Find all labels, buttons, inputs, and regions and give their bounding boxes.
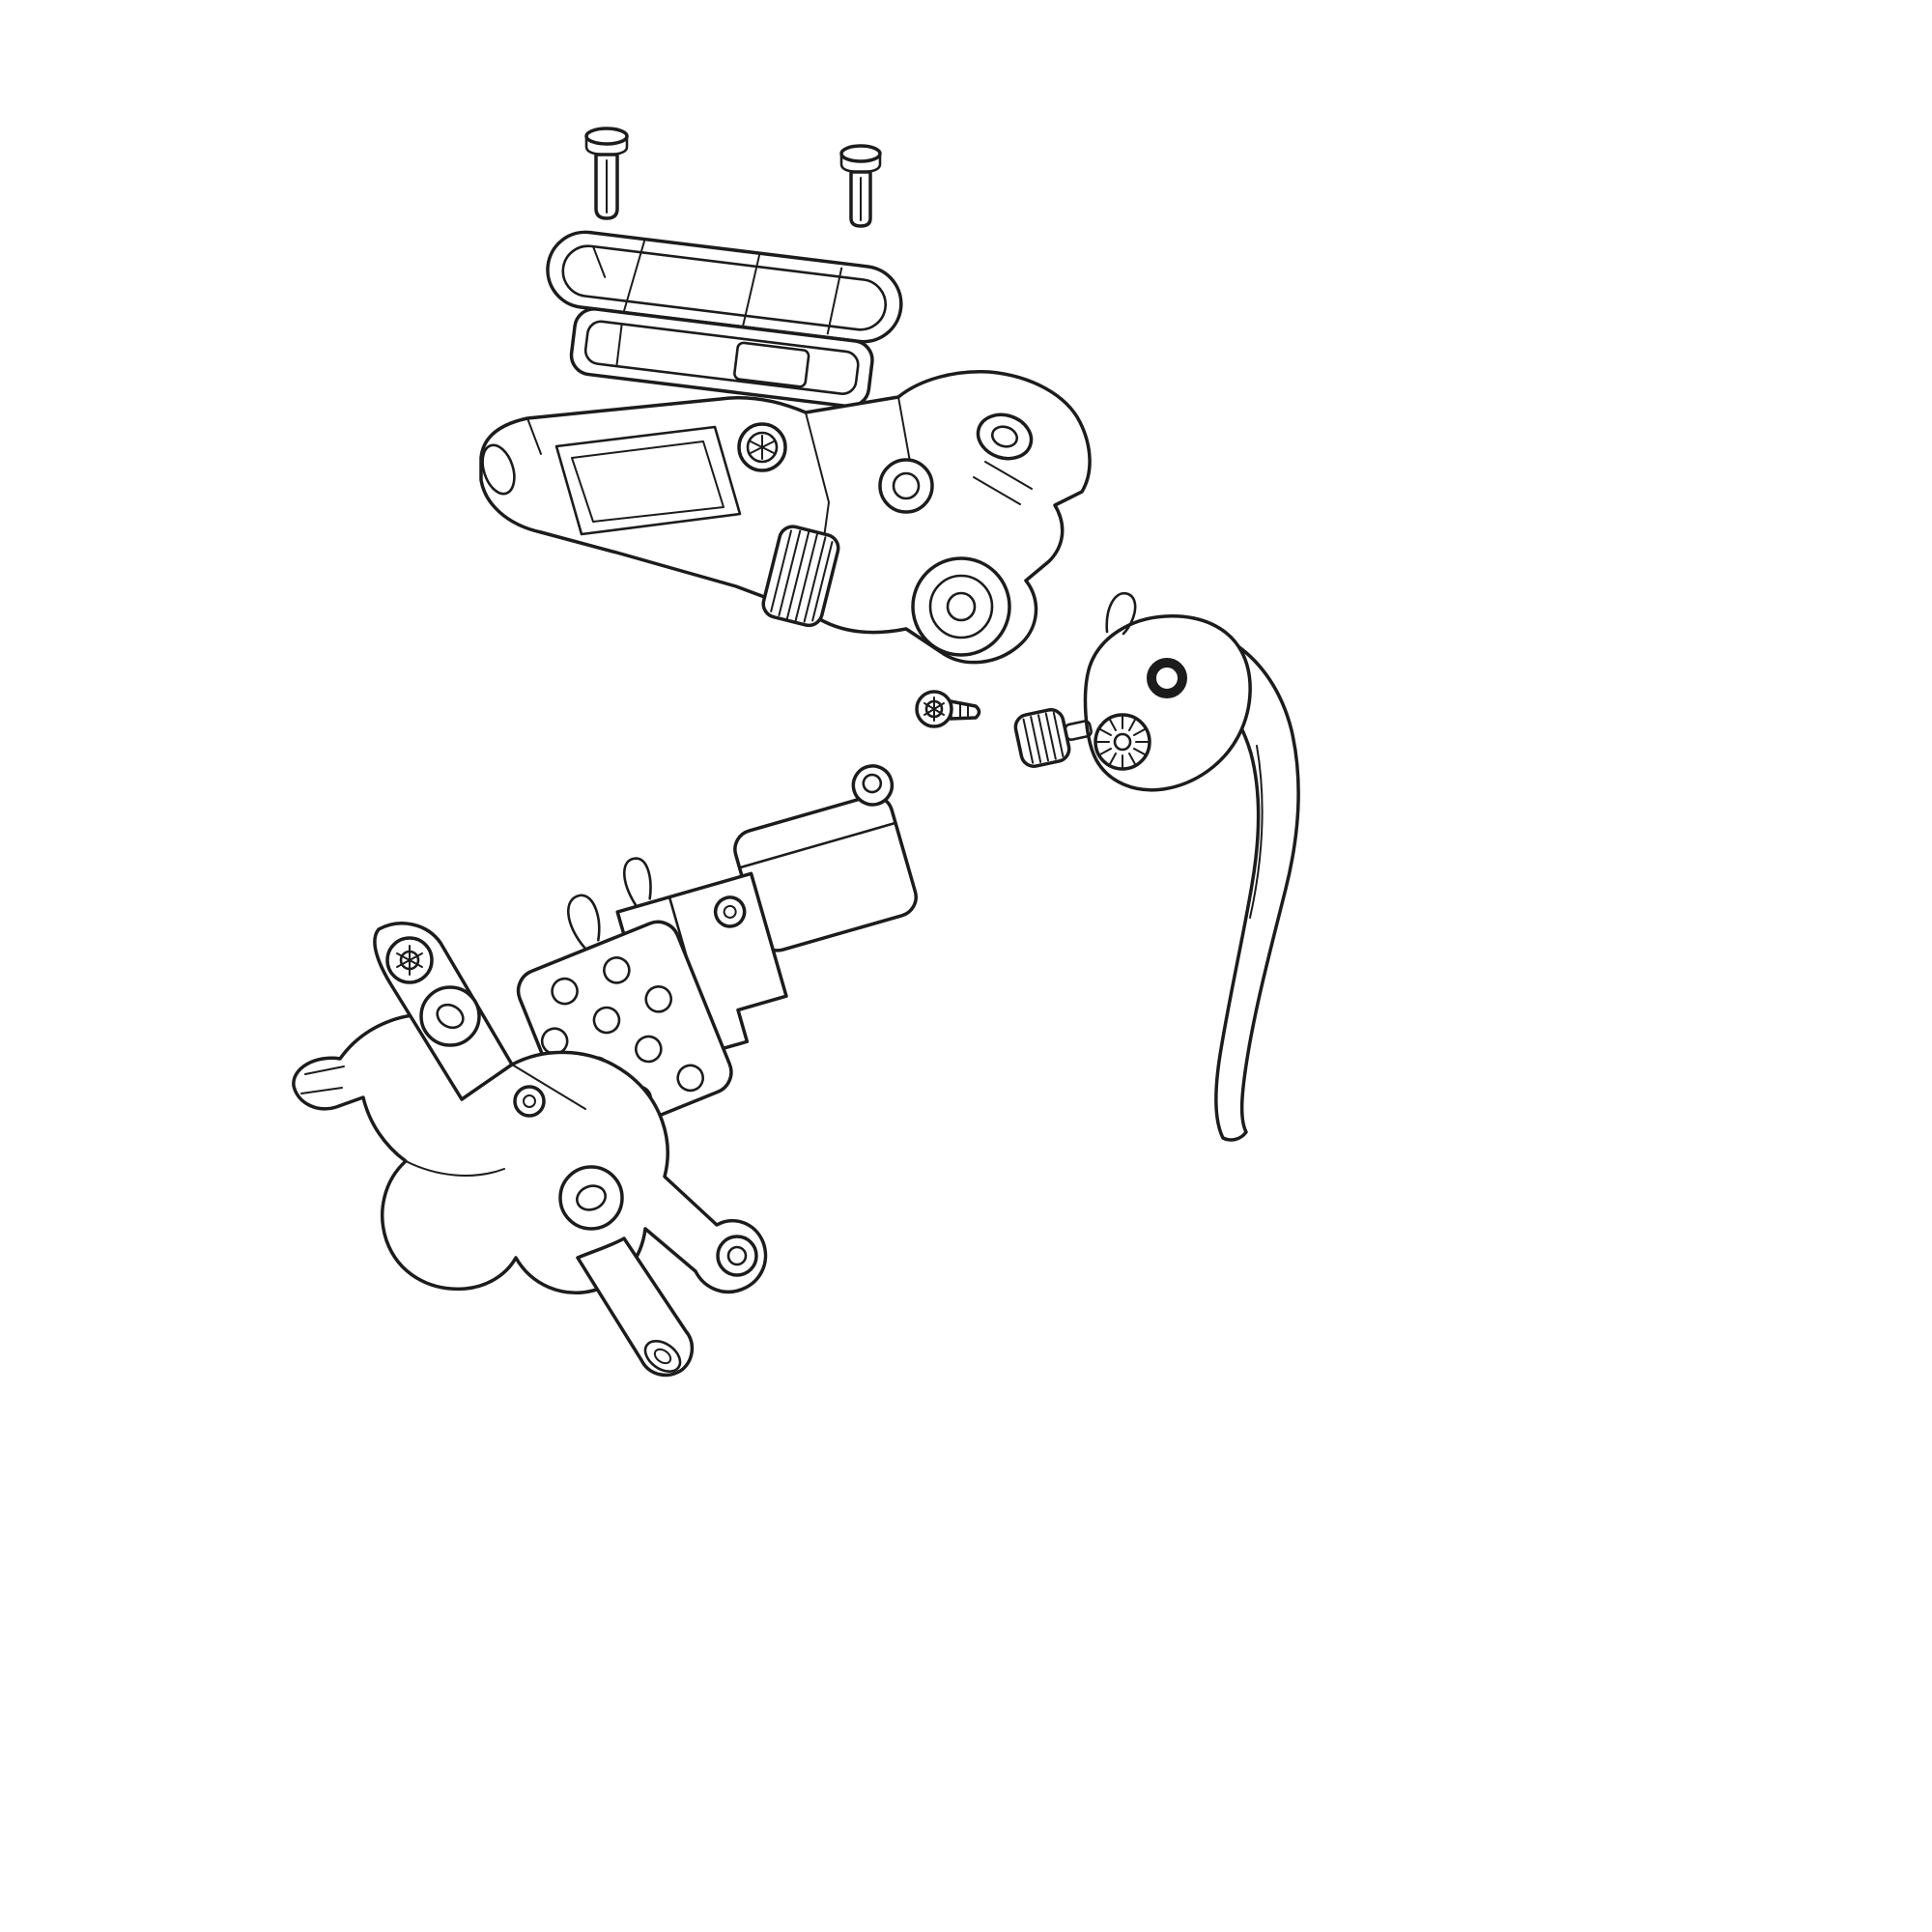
lever-blade <box>1202 643 1300 1142</box>
master-cylinder-body: Master cylinder lever body with bar clam… <box>479 369 1092 665</box>
reservoir-cap-bolt-right-icon: Reservoir cap bolt (right) <box>839 144 882 228</box>
reservoir-cap-bolt-left-icon: Reservoir cap bolt (left) <box>584 127 629 220</box>
pivot-bearing-ring <box>1147 658 1187 698</box>
lever-blade-assembly: Lever blade with pivot bearing and conta… <box>1013 591 1300 1142</box>
reach-adjust-wheel-icon: Knurled reach-adjust wheel <box>761 525 840 628</box>
caliper-body: Brake caliper body with banjo hose fitti… <box>292 922 768 1378</box>
piston-bore-cap <box>558 1165 624 1231</box>
spreader-hook-tab <box>566 894 601 950</box>
bar-clamp-hole <box>976 412 1034 461</box>
reservoir-diaphragm-icon: Reservoir diaphragm / bladder <box>569 307 874 409</box>
lever-pivot-boss <box>911 556 1011 657</box>
lever-pivot-bolt-icon: Lever pivot torx bolt <box>915 690 981 728</box>
pad-spring-tab <box>623 857 652 906</box>
lever-cam-hook <box>1105 591 1137 636</box>
dial-knurl-ticks <box>1096 716 1149 768</box>
caliper-mount-hole <box>716 1235 758 1277</box>
brake-pad-outer-icon: Disc brake pad (outer) with retainer ear <box>733 764 918 952</box>
banjo-hose-fitting <box>576 1236 695 1378</box>
reach-adjust-knob <box>1013 708 1093 768</box>
